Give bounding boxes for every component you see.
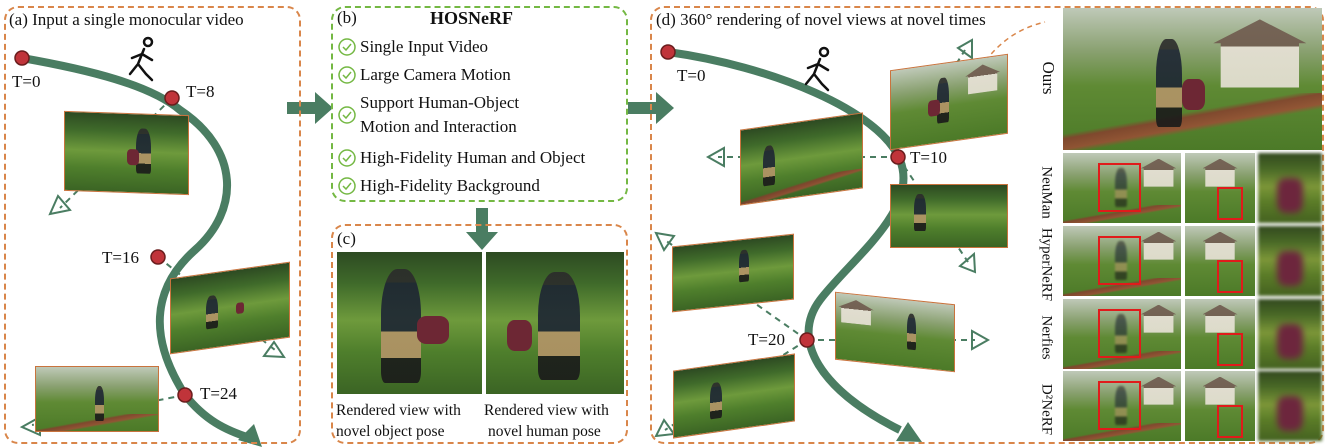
result-neuman-crop-3 xyxy=(1258,153,1322,223)
crop-highlight-box xyxy=(1098,308,1141,358)
ray-d5-head xyxy=(971,329,991,351)
trajectory-d xyxy=(667,48,908,434)
marker-t0-d xyxy=(660,44,676,60)
frame-d3 xyxy=(890,184,1008,248)
caption-object-line2: novel object pose xyxy=(336,423,445,440)
walking-person-icon-a xyxy=(128,36,154,82)
result-neuman-crop-2 xyxy=(1185,153,1255,223)
result-nerfies-crop-2 xyxy=(1185,299,1255,369)
arrow-a-to-b xyxy=(287,92,333,124)
method-label-hypernerf: HyperNeRF xyxy=(1038,227,1055,302)
panel-d-title: (d) 360° rendering of novel views at nov… xyxy=(656,10,986,29)
feature-3a: Support Human-Object xyxy=(360,93,520,112)
crop-highlight-box xyxy=(1098,380,1141,430)
time-label-t0-d: T=0 xyxy=(677,66,706,85)
result-d2nerf-crop-3 xyxy=(1258,371,1322,441)
frame-d4 xyxy=(672,233,794,313)
marker-t0-a xyxy=(14,50,30,66)
result-ours-image xyxy=(1063,8,1322,150)
result-hypernerf-crop-3 xyxy=(1258,226,1322,296)
panel-a-title: (a) Input a single monocular video xyxy=(9,10,244,29)
marker-t24-a xyxy=(177,387,193,403)
crop-highlight-box xyxy=(1098,162,1141,212)
crop-highlight-box xyxy=(1216,259,1244,294)
panel-b-tag: (b) xyxy=(337,8,357,27)
method-label-neuman: NeuMan xyxy=(1038,166,1055,219)
render-novel-human-pose xyxy=(486,252,624,394)
result-nerfies-crop-1 xyxy=(1063,299,1181,369)
result-nerfies-crop-3 xyxy=(1258,299,1322,369)
feature-3b: Motion and Interaction xyxy=(360,117,517,136)
caption-human-line1: Rendered view with xyxy=(484,402,609,419)
panel-c xyxy=(331,224,628,444)
feature-2: Large Camera Motion xyxy=(360,65,511,84)
crop-highlight-box xyxy=(1216,404,1244,439)
caption-object-line1: Rendered view with xyxy=(336,402,461,419)
frame-a3 xyxy=(35,366,159,432)
render-novel-object-pose xyxy=(337,252,482,394)
panel-b-title: HOSNeRF xyxy=(430,8,513,28)
time-label-t20-d: T=20 xyxy=(748,330,785,349)
panel-b xyxy=(331,6,628,202)
crop-highlight-box xyxy=(1216,332,1244,367)
result-neuman-crop-1 xyxy=(1063,153,1181,223)
ray-d4-head xyxy=(654,231,676,252)
marker-t8-a xyxy=(164,90,180,106)
method-label-nerfies: Nerfies xyxy=(1038,315,1055,360)
ray-d6-head xyxy=(654,418,676,438)
caption-human-line2: novel human pose xyxy=(488,423,601,440)
walking-person-icon-d xyxy=(804,46,830,92)
check-icon xyxy=(338,106,356,124)
feature-4: High-Fidelity Human and Object xyxy=(360,148,586,167)
time-label-t16-a: T=16 xyxy=(102,248,139,267)
marker-t20-d xyxy=(799,332,815,348)
frame-d5 xyxy=(835,291,955,373)
panel-d xyxy=(650,6,1324,444)
ray-d2-head xyxy=(956,38,973,60)
result-hypernerf-crop-2 xyxy=(1185,226,1255,296)
result-d2nerf-crop-1 xyxy=(1063,371,1181,441)
ray-d1-head xyxy=(705,146,725,168)
method-label-ours: Ours xyxy=(1039,61,1058,95)
check-icon xyxy=(338,177,356,195)
ray-d3-head xyxy=(958,251,977,274)
time-label-t8-a: T=8 xyxy=(186,82,215,101)
marker-t16-a xyxy=(150,249,166,265)
feature-5: High-Fidelity Background xyxy=(360,176,540,195)
ray-a2-head xyxy=(262,340,286,359)
trajectory-a-arrowhead xyxy=(238,424,262,447)
frame-a1 xyxy=(64,110,189,196)
feature-1: Single Input Video xyxy=(360,37,489,56)
crop-highlight-box xyxy=(1098,235,1141,285)
panel-c-tag: (c) xyxy=(337,229,356,248)
time-label-t24-a: T=24 xyxy=(200,384,237,403)
check-icon xyxy=(338,38,356,56)
arrow-b-to-c xyxy=(466,208,498,250)
result-d2nerf-crop-2 xyxy=(1185,371,1255,441)
frame-d2 xyxy=(890,53,1008,151)
result-hypernerf-crop-1 xyxy=(1063,226,1181,296)
trajectory-d-arrowhead xyxy=(896,422,922,442)
method-label-d2nerf: D²NeRF xyxy=(1038,383,1055,436)
ray-a1-head xyxy=(48,194,72,216)
marker-t10-d xyxy=(890,149,906,165)
time-label-t10-d: T=10 xyxy=(910,148,947,167)
crop-highlight-box xyxy=(1216,186,1244,221)
check-icon xyxy=(338,149,356,167)
time-label-t0-a: T=0 xyxy=(12,72,41,91)
panel-a xyxy=(4,6,301,444)
check-icon xyxy=(338,66,356,84)
